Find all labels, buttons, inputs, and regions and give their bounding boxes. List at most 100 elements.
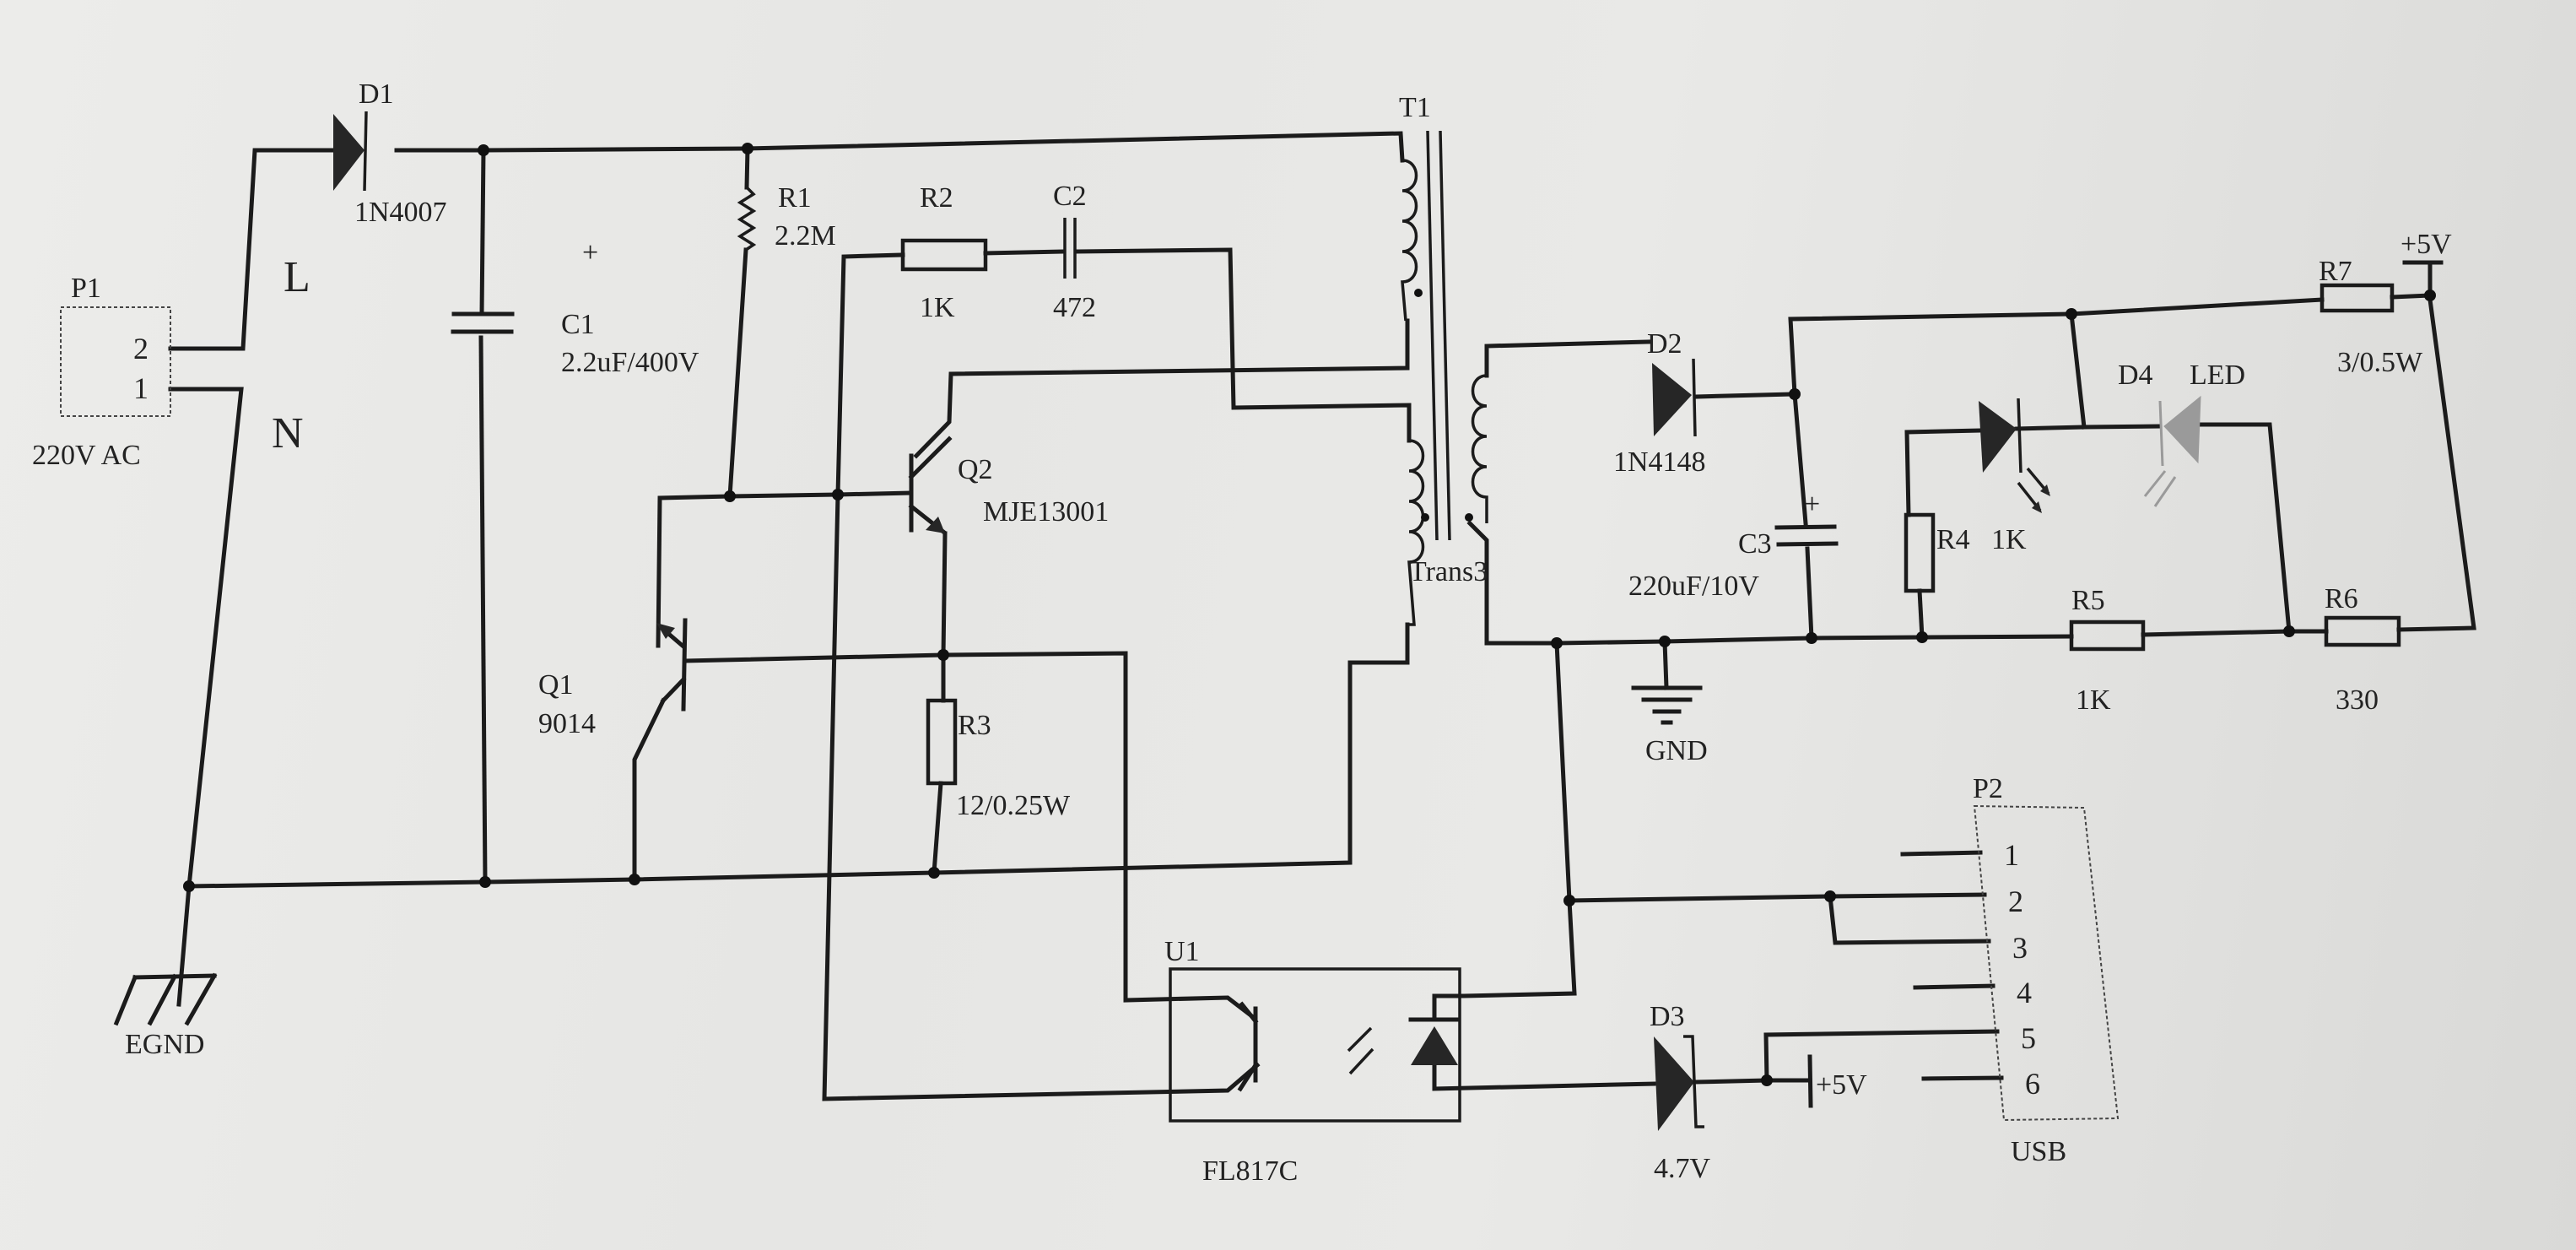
- junction-dot: [629, 874, 640, 885]
- label-r1-value: 2.2M: [775, 220, 836, 252]
- connector-p2-body: [1973, 804, 2120, 1122]
- diode-d1: [333, 111, 368, 192]
- u1-body: [1169, 967, 1461, 1123]
- transformer-t1: [1401, 130, 1488, 626]
- label-q2-ref: Q2: [958, 454, 993, 485]
- u1-photodiode-triangle: [1411, 1026, 1458, 1065]
- capacitor-c2: [1063, 218, 1077, 279]
- u1-light-ray-1: [1347, 1026, 1373, 1052]
- wire-r1-low: [727, 247, 748, 499]
- wire-d4-right: [2195, 422, 2292, 634]
- junction-dot: [1806, 632, 1817, 644]
- junction-dot: [1761, 1074, 1773, 1086]
- label-p1-pin1: 1: [133, 371, 149, 405]
- junction-dot: [832, 489, 844, 501]
- t1-aux-coil: [1407, 439, 1425, 626]
- transistor-q2: [908, 436, 953, 535]
- label-neutral: N: [272, 409, 304, 457]
- resistor-r7: [2319, 283, 2395, 313]
- t1-core-right: [1439, 130, 1451, 541]
- wire-top-rail: [394, 131, 1405, 163]
- wire-r3-low: [932, 781, 943, 875]
- d3-triangle: [1654, 1036, 1694, 1131]
- wire-q2-collector: [913, 318, 1410, 459]
- junction-dot: [1916, 631, 1928, 643]
- label-c3-value: 220uF/10V: [1628, 571, 1759, 602]
- wire-usb-pin5: [1763, 1029, 2000, 1083]
- led-ray-2-head: [2032, 501, 2042, 513]
- wire-usb-pin3: [1828, 894, 1991, 945]
- earth-symbol: [113, 972, 218, 1026]
- wire-r7-vcc: [2390, 264, 2433, 300]
- label-r5-value: 1K: [2076, 685, 2111, 716]
- u1-transistor-collector: [1239, 1001, 1259, 1025]
- wire-d2-out: [1693, 392, 1797, 399]
- d4-bar: [2158, 400, 2164, 467]
- q1-collector-leg: [660, 676, 687, 704]
- junction-dot: [928, 867, 940, 879]
- resistor-r4: [1904, 512, 1936, 593]
- label-d1-ref: D1: [359, 78, 394, 110]
- labels: P1 2 1 220V AC L N EGND D1 1N4007 + C1 2…: [32, 78, 2452, 1187]
- junction-dot: [183, 880, 195, 892]
- junction-dot: [724, 490, 736, 502]
- q1-emitter-arrow: [656, 623, 675, 639]
- label-r5-ref: R5: [2071, 585, 2105, 616]
- wire-bottom-rail: [186, 622, 1410, 889]
- led-bar: [2017, 398, 2022, 473]
- wire-c3-low: [1805, 546, 1814, 641]
- label-c3-polarity: +: [1804, 489, 1820, 520]
- label-q1-ref: Q1: [538, 669, 574, 701]
- label-c3-ref: C3: [1738, 528, 1772, 560]
- junction-dot: [2066, 308, 2077, 320]
- label-c1-value: 2.2uF/400V: [561, 347, 699, 378]
- label-p1-pin2: 2: [133, 332, 149, 365]
- wire-r2-c2: [983, 249, 1064, 256]
- wire-usb-gnd: [1432, 641, 1577, 1020]
- label-c2-value: 472: [1053, 292, 1096, 323]
- wires: [168, 131, 2476, 1101]
- label-c1-ref: C1: [561, 309, 595, 340]
- label-r4-ref: R4: [1936, 524, 1970, 555]
- q2-collector-leg: [908, 436, 953, 480]
- label-d4-value: LED: [2190, 360, 2245, 391]
- label-d1-value: 1N4007: [354, 197, 447, 228]
- t1-core-left: [1426, 130, 1439, 541]
- junction-dot: [1824, 890, 1836, 902]
- t1-primary-coil: [1401, 159, 1418, 322]
- label-d2-value: 1N4148: [1613, 446, 1706, 478]
- diode-d2: [1652, 358, 1697, 437]
- junction-dot: [1659, 636, 1671, 647]
- u1-transistor-emitter: [1237, 1062, 1259, 1092]
- junction-dots: [183, 143, 2436, 1086]
- wire-neutral: [168, 387, 244, 889]
- label-p2-pin5: 5: [2021, 1021, 2036, 1055]
- resistor-r6: [2324, 615, 2401, 647]
- wire-q2-base: [656, 490, 912, 648]
- label-q2-value: MJE13001: [983, 496, 1109, 528]
- label-r6-ref: R6: [2325, 583, 2358, 614]
- label-p2-ref: P2: [1973, 773, 2003, 804]
- junction-dot: [742, 143, 753, 154]
- wire-r6-right: [2396, 297, 2476, 632]
- label-r2-value: 1K: [920, 292, 955, 323]
- wire-c1-low: [478, 335, 488, 885]
- p1-body: [60, 306, 171, 417]
- c3-plate-top: [1774, 524, 1837, 530]
- junction-dot: [937, 649, 949, 661]
- wire-line-input: [168, 148, 340, 351]
- vcc-bottom-bar: [1807, 1054, 1813, 1108]
- label-q1-value: 9014: [538, 708, 596, 739]
- label-line: L: [284, 253, 311, 301]
- connector-p1: [60, 306, 171, 417]
- wire-c2-aux: [1076, 247, 1412, 443]
- label-r7-ref: R7: [2319, 256, 2352, 287]
- wire-led-row: [1904, 428, 1981, 517]
- wire-q1-base: [683, 651, 1256, 1020]
- resistor-r1: [737, 186, 757, 252]
- d4-triangle: [2163, 395, 2201, 464]
- wire-secondary-top: [1484, 339, 1652, 378]
- d2-triangle: [1652, 363, 1692, 436]
